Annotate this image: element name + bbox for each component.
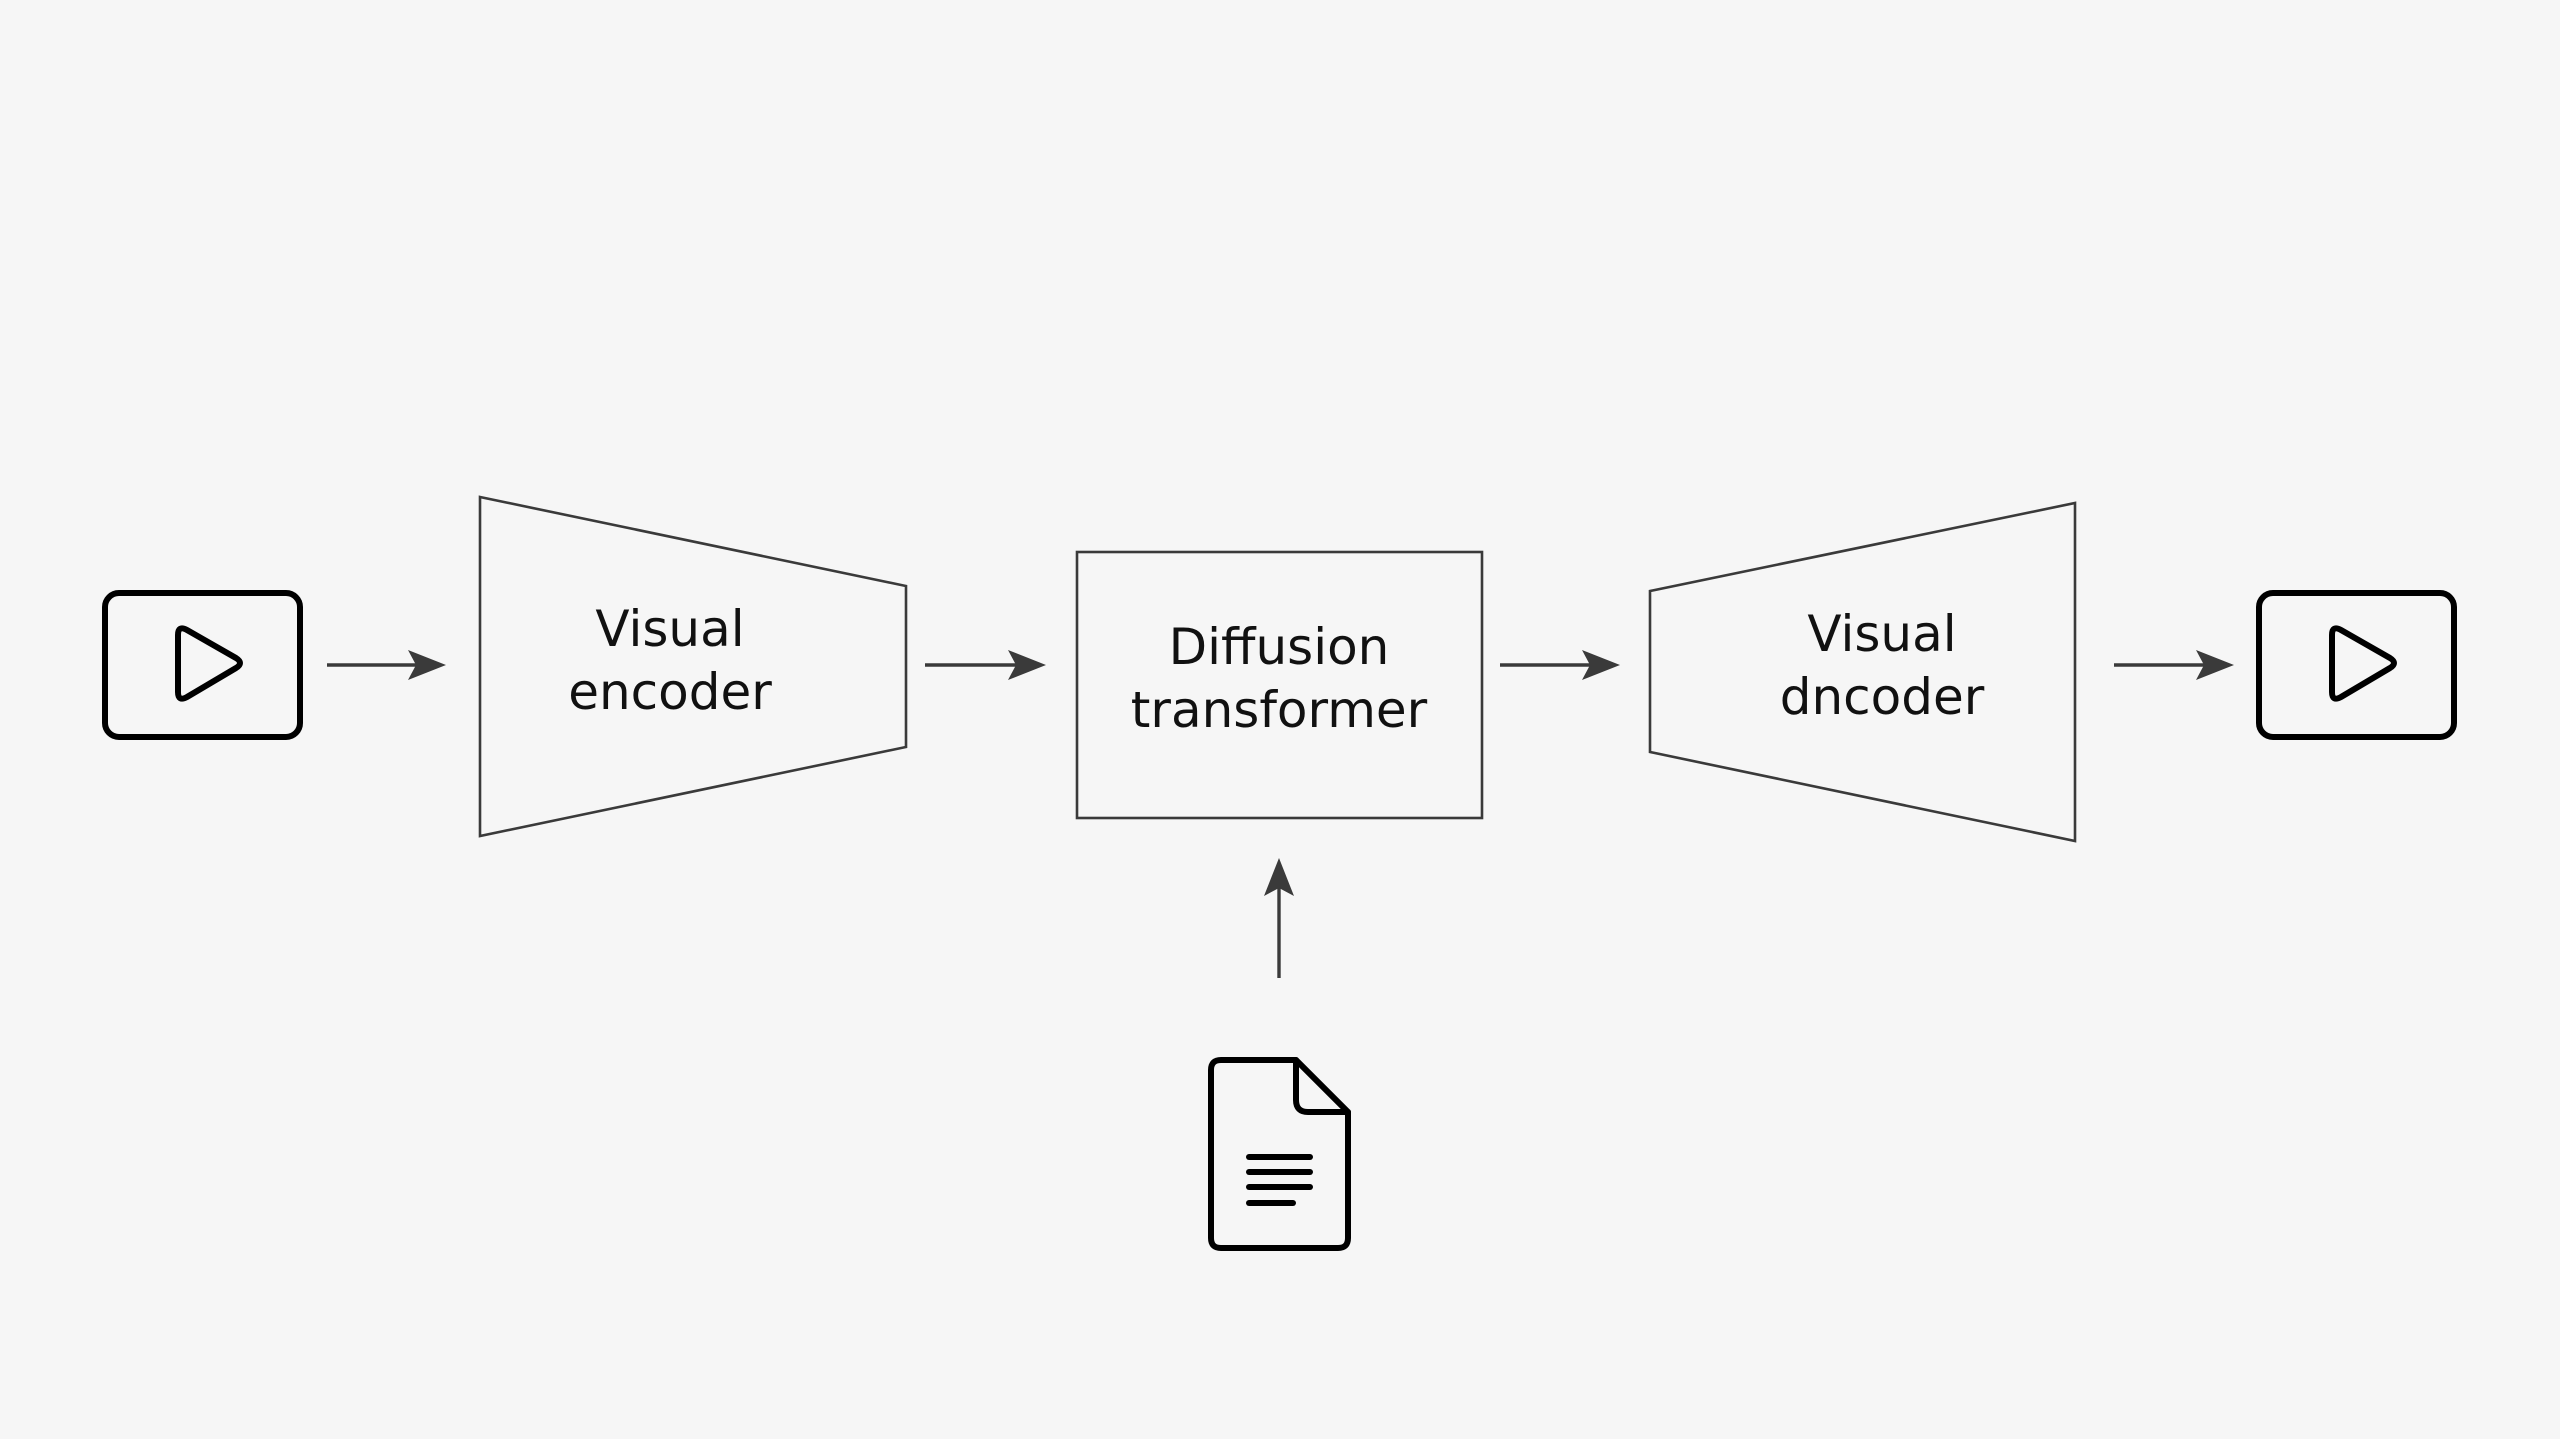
visual-decoder-block: Visual dncoder	[1648, 501, 2077, 843]
visual-decoder-label-line2: dncoder	[1780, 668, 1985, 726]
arrow-encoder-to-transformer	[925, 650, 1046, 680]
text-document-icon	[1208, 1057, 1351, 1251]
visual-decoder-label-line1: Visual	[1807, 605, 1956, 663]
arrow-transformer-to-decoder	[1500, 650, 1620, 680]
diffusion-transformer-label-line1: Diffusion	[1169, 618, 1390, 676]
visual-encoder-label-line1: Visual	[595, 600, 744, 658]
visual-encoder-label-line2: encoder	[568, 663, 772, 721]
arrow-input-to-encoder	[327, 650, 446, 680]
arrow-document-to-transformer	[1264, 858, 1294, 978]
visual-encoder-block: Visual encoder	[478, 495, 908, 838]
input-play-video-icon	[102, 590, 303, 740]
diffusion-transformer-block: Diffusion transformer	[1075, 550, 1484, 820]
arrow-decoder-to-output	[2114, 650, 2234, 680]
diffusion-transformer-label-line2: transformer	[1131, 681, 1428, 739]
output-play-video-icon	[2256, 590, 2457, 740]
